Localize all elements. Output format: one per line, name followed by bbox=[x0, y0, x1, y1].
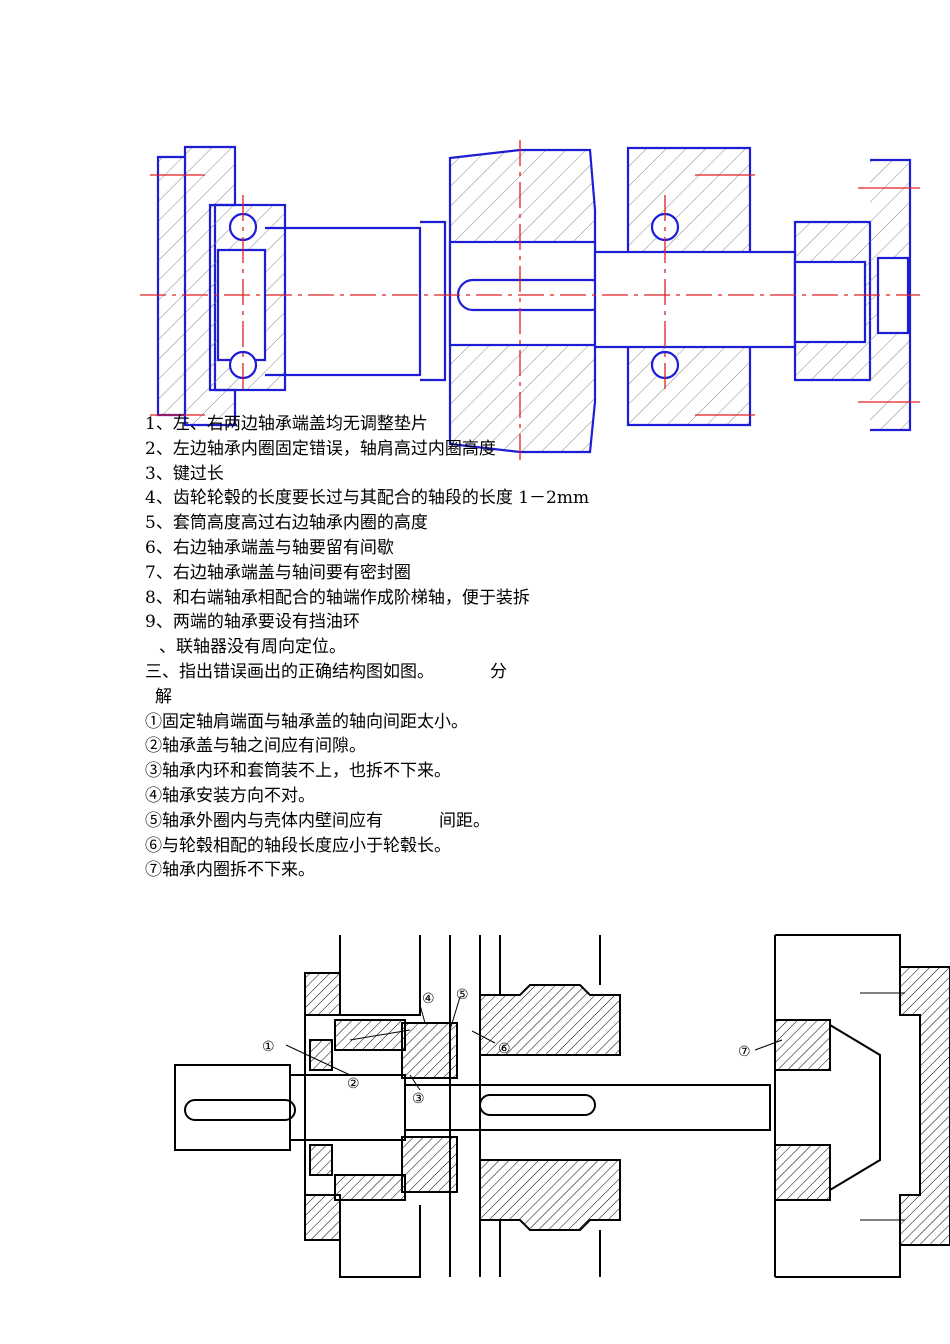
answer-text: 1、左、右两边轴承端盖均无调整垫片 2、左边轴承内圈固定错误，轴肩高过内圈高度 … bbox=[145, 412, 765, 883]
solution-item-5: ⑤轴承外圈内与壳体内壁间应有 间距。 bbox=[145, 809, 765, 834]
solution-item-3: ③轴承内环和套筒装不上，也拆不下来。 bbox=[145, 761, 451, 782]
solution-item-1: ①固定轴肩端面与轴承盖的轴向间距太小。 bbox=[145, 711, 468, 732]
error-item-9: 9、两端的轴承要设有挡油环 bbox=[145, 612, 360, 633]
solution-item-7: ⑦轴承内圈拆不下来。 bbox=[145, 860, 315, 881]
callout-6: ⑥ bbox=[498, 1041, 511, 1057]
solution-item-5-before: ⑤轴承外圈内与壳体内壁间应有 bbox=[145, 810, 383, 831]
callout-5: ⑤ bbox=[456, 987, 469, 1003]
error-item-3: 3、键过长 bbox=[145, 463, 224, 484]
error-item-8: 8、和右端轴承相配合的轴端作成阶梯轴，便于装拆 bbox=[145, 587, 530, 608]
corrected-structure-drawing: ① ② ③ ④ ⑤ ⑥ ⑦ bbox=[174, 934, 950, 1278]
solution-item-2: ②轴承盖与轴之间应有间隙。 bbox=[145, 736, 366, 757]
section-three-heading: 三、指出错误画出的正确结构图如图。 分 bbox=[145, 660, 765, 685]
error-item-5: 5、套筒高度高过右边轴承内圈的高度 bbox=[145, 513, 428, 534]
error-item-7: 7、右边轴承端盖与轴间要有密封圈 bbox=[145, 562, 411, 583]
callout-2: ② bbox=[347, 1076, 360, 1092]
solution-item-5-after: 间距。 bbox=[439, 810, 490, 831]
solution-item-6: ⑥与轮毂相配的轴段长度应小于轮毂长。 bbox=[145, 835, 451, 856]
error-item-10: 、联轴器没有周向定位。 bbox=[159, 637, 346, 658]
solution-label: 解 bbox=[155, 686, 172, 707]
callout-1: ① bbox=[262, 1039, 275, 1055]
error-item-4: 4、齿轮轮毂的长度要长过与其配合的轴段的长度 1－2mm bbox=[145, 488, 590, 509]
shaft-assembly-error-drawing bbox=[140, 140, 920, 460]
section-three-text: 三、指出错误画出的正确结构图如图。 bbox=[145, 661, 434, 682]
callout-3: ③ bbox=[412, 1091, 425, 1107]
callout-4: ④ bbox=[422, 991, 435, 1007]
callout-7: ⑦ bbox=[738, 1044, 751, 1060]
section-three-score: 分 bbox=[490, 661, 507, 682]
error-item-1: 1、左、右两边轴承端盖均无调整垫片 bbox=[145, 414, 428, 434]
error-item-6: 6、右边轴承端盖与轴要留有间歇 bbox=[145, 537, 394, 558]
solution-item-4: ④轴承安装方向不对。 bbox=[145, 785, 315, 806]
error-item-2: 2、左边轴承内圈固定错误，轴肩高过内圈高度 bbox=[145, 438, 496, 459]
